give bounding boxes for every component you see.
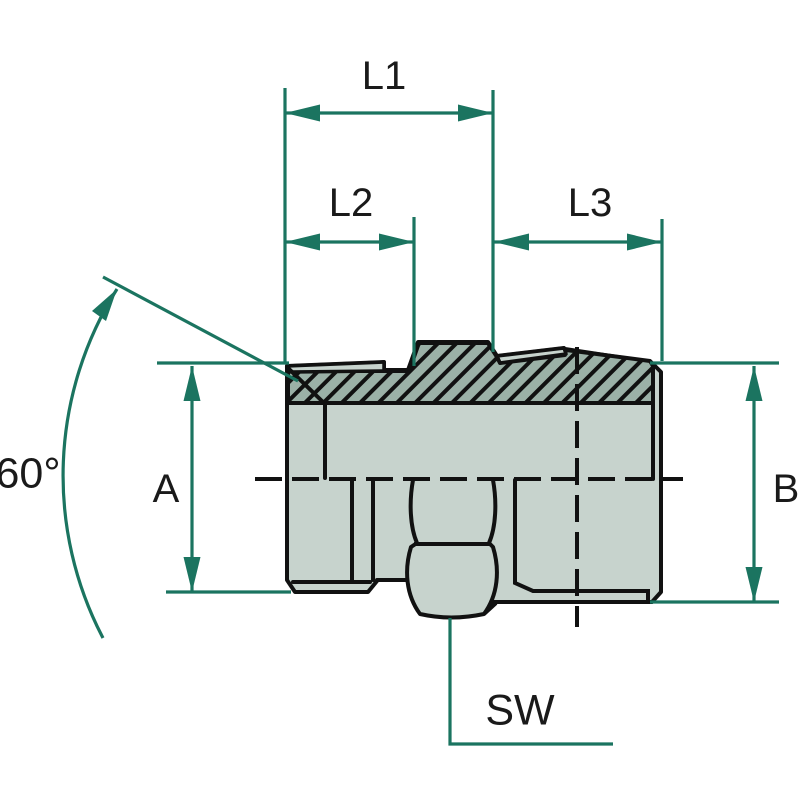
hex-corner-chamfer: [482, 601, 498, 616]
sw-leader-line: [448, 618, 613, 746]
dimension-arrowheads: [92, 104, 763, 602]
dim-label-l2: L2: [328, 181, 374, 225]
body-edge-lines: [285, 365, 655, 603]
dim-label-angle-60: 60°: [0, 449, 61, 498]
centerlines: [255, 347, 683, 627]
right-thread-chamfer-sliver: [495, 346, 568, 365]
dim-label-a: A: [152, 467, 180, 511]
hex-nut: [405, 479, 499, 620]
dim-label-l1: L1: [361, 54, 407, 98]
dim-label-l3: L3: [567, 181, 613, 225]
dim-label-sw: SW: [485, 686, 555, 735]
angle-60-arc: [61, 288, 119, 639]
dim-label-b: B: [772, 467, 800, 511]
angle-60-tangent-line: [102, 275, 299, 383]
